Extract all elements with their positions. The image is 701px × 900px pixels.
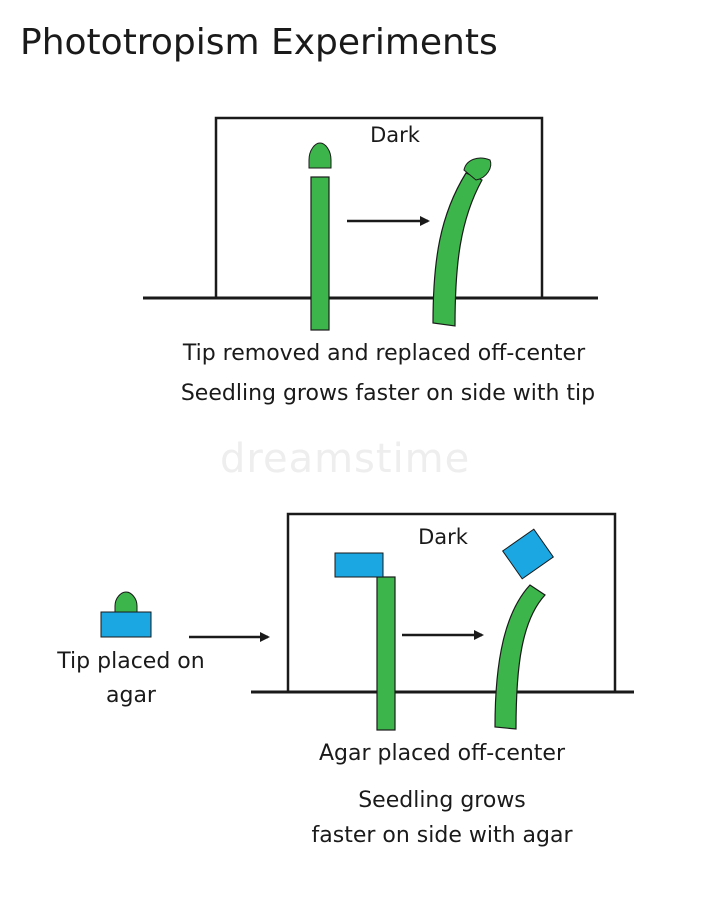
- caption-2-line-3: faster on side with agar: [312, 823, 574, 848]
- agar-off-center: [334, 552, 384, 578]
- agar-block: [100, 611, 152, 638]
- dark-label-1: Dark: [370, 123, 421, 147]
- caption-1-line-2: Seedling grows faster on side with tip: [181, 381, 595, 406]
- seedling-stem-bent: [432, 172, 483, 327]
- seedling-stem-bent-2: [494, 584, 546, 730]
- caption-2-line-2: Seedling grows: [358, 788, 526, 813]
- watermark: dreamstime: [220, 436, 471, 482]
- dark-label-2: Dark: [418, 525, 469, 549]
- seedling-stem-straight-2: [376, 576, 396, 731]
- offset-tip: [463, 157, 492, 181]
- removed-tip: [308, 142, 332, 169]
- agar-tilted: [501, 528, 555, 580]
- page-title: Phototropism Experiments: [20, 22, 498, 63]
- seedling-stem-straight: [310, 176, 330, 331]
- tip-on-agar: [114, 591, 138, 613]
- experiment-2: Tip placed on agar Dark Agar placed off-…: [56, 512, 634, 848]
- experiment-1: Dark Tip removed and replaced off-center…: [143, 116, 598, 406]
- caption-2-line-1: Agar placed off-center: [319, 741, 566, 766]
- side-label-line-2: agar: [106, 683, 157, 708]
- side-label-line-1: Tip placed on: [56, 649, 204, 674]
- caption-1-line-1: Tip removed and replaced off-center: [182, 341, 586, 366]
